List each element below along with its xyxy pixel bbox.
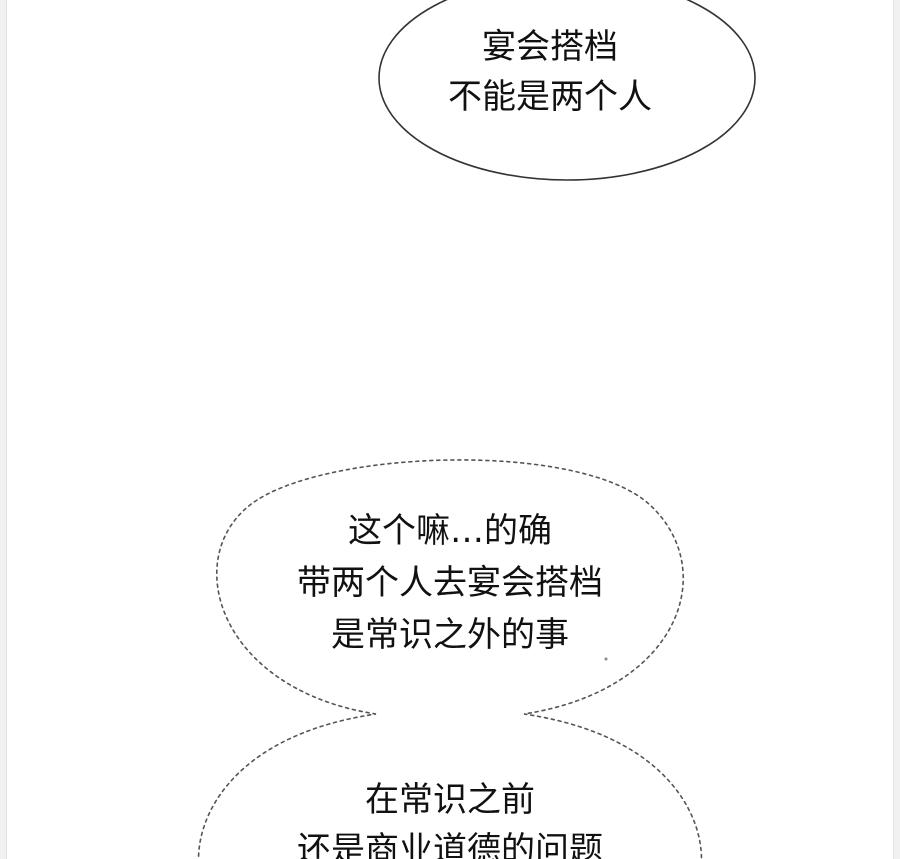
panel-right-edge: [893, 0, 900, 859]
speech-line: 不能是两个人: [448, 77, 652, 117]
thought-line: 还是商业道德的问题: [297, 830, 603, 859]
speech-line: 宴会搭档: [482, 27, 618, 67]
speech-bubble-text-1: 宴会搭档 不能是两个人: [430, 22, 670, 122]
thought-bubble-text-1: 这个嘛…的确 带两个人去宴会搭档 是常识之外的事: [250, 505, 650, 661]
panel-left-edge: [0, 0, 7, 859]
thought-line: 带两个人去宴会搭档: [297, 563, 603, 603]
thought-line: 是常识之外的事: [331, 615, 569, 655]
ink-speck: [604, 657, 608, 661]
thought-bubble-text-2: 在常识之前 还是商业道德的问题: [250, 775, 650, 859]
thought-line: 这个嘛…的确: [348, 511, 552, 551]
thought-bubble-dashed-upper: [197, 459, 703, 859]
speech-bubble-solid: [378, 0, 756, 181]
thought-line: 在常识之前: [365, 780, 535, 820]
